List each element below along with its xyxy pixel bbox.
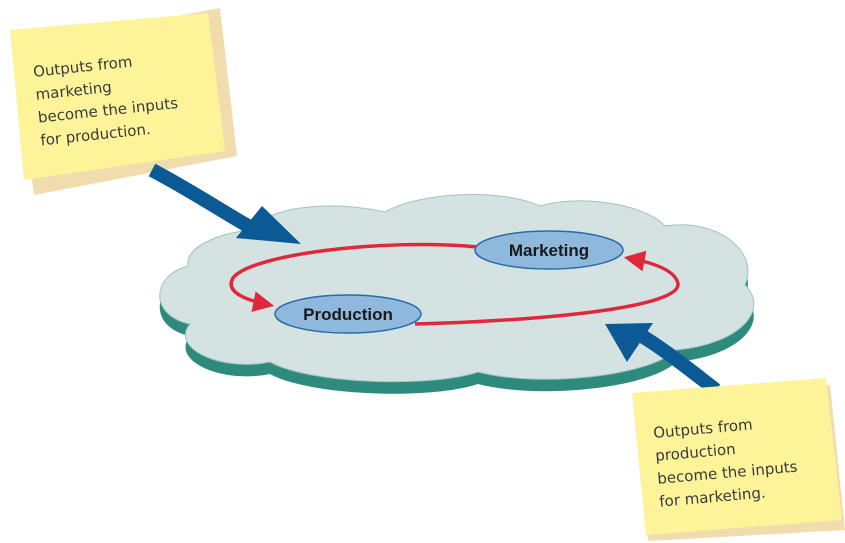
node-marketing: Marketing	[474, 230, 624, 270]
cycle-arrow-to-marketing	[414, 250, 680, 326]
input-arrow-to-marketing	[605, 323, 721, 396]
input-arrow-to-production	[148, 163, 301, 244]
note-bottom-right-paper	[632, 378, 842, 535]
note-top-left-paper	[10, 13, 225, 180]
node-marketing-label: Marketing	[509, 241, 589, 260]
node-production: Production	[274, 294, 422, 334]
cycle-arrow-to-production	[229, 242, 479, 312]
cycle-arrows	[229, 242, 680, 326]
note-top-left: Outputs from marketing become the inputs…	[10, 8, 237, 195]
node-production-label: Production	[303, 305, 393, 324]
note-bottom-right: Outputs from production become the input…	[632, 378, 845, 541]
